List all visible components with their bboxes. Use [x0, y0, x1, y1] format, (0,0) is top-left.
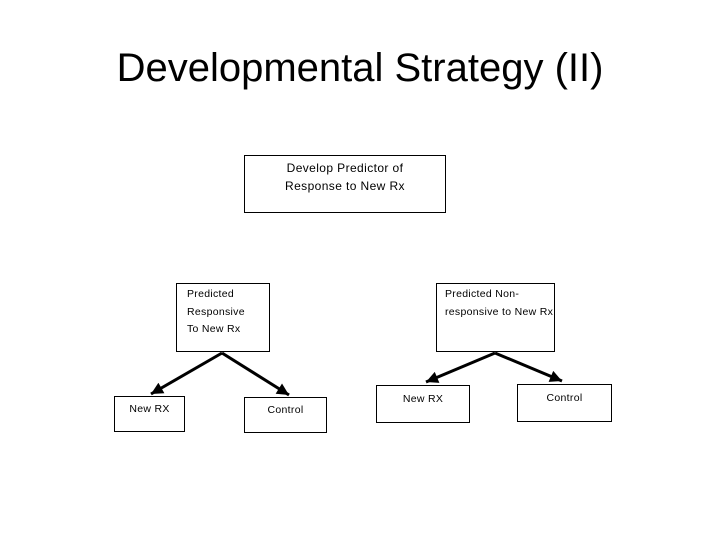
- new-rx-label-right: New RX: [402, 393, 444, 405]
- slide-title: Developmental Strategy (II): [116, 46, 604, 90]
- control-label-right: Control: [546, 392, 583, 404]
- new-rx-box-left: New RX: [114, 396, 185, 432]
- control-label-left: Control: [267, 404, 304, 416]
- arrow-left-to-newrx: [150, 351, 223, 396]
- predicted-responsive-line-2: Responsive: [187, 305, 245, 318]
- new-rx-label-left: New RX: [129, 403, 170, 415]
- arrow-right-to-newrx: [425, 351, 496, 384]
- control-box-left: Control: [244, 397, 327, 433]
- predicted-nonresponsive-line-2: responsive to New Rx: [445, 305, 554, 318]
- develop-predictor-line-1: Develop Predictor of: [286, 161, 404, 175]
- control-box-right: Control: [517, 384, 612, 422]
- predicted-responsive-line-3: To New Rx: [187, 323, 241, 335]
- arrow-right-to-control: [494, 351, 563, 383]
- predicted-nonresponsive-box: Predicted Non- responsive to New Rx: [436, 283, 555, 352]
- predicted-responsive-line-1: Predicted: [187, 288, 235, 300]
- predicted-nonresponsive-line-1: Predicted Non-: [445, 288, 520, 300]
- develop-predictor-line-2: Response to New Rx: [285, 178, 405, 193]
- arrow-left-to-control: [221, 351, 290, 397]
- new-rx-box-right: New RX: [376, 385, 470, 423]
- predicted-responsive-box: Predicted Responsive To New Rx: [176, 283, 270, 352]
- develop-predictor-box: Develop Predictor of Response to New Rx: [244, 155, 446, 213]
